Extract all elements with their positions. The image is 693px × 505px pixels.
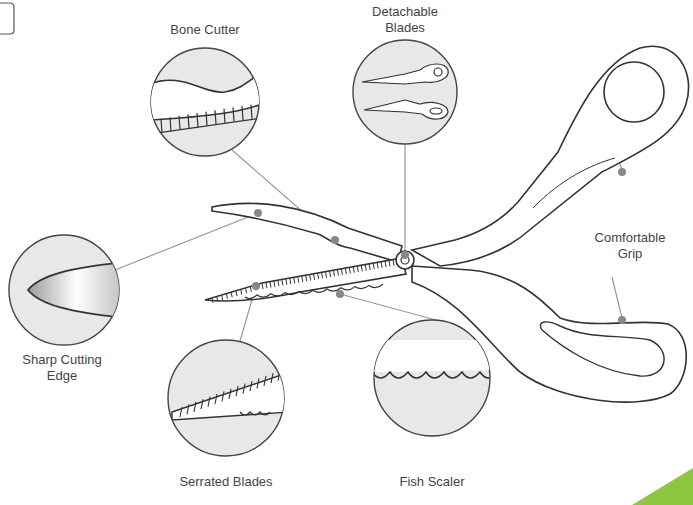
fish-scaler-edge (245, 284, 383, 298)
part-label: Serrated Blades (161, 474, 291, 490)
part-label: Detachable Blades (365, 4, 445, 36)
handle-hole (604, 62, 664, 122)
corner-bracket (0, 3, 14, 34)
serrated-detail (172, 368, 290, 420)
callout-circles (9, 40, 490, 456)
lower-blade (205, 258, 406, 301)
part-label: Bone Cutter (145, 22, 265, 38)
accent-triangle (632, 468, 693, 505)
handle-hole (540, 322, 664, 376)
detachable-detail (362, 64, 448, 119)
bone-cutter-detail (148, 72, 262, 134)
part-label: Comfortable Grip (587, 230, 673, 262)
upper-blade (212, 203, 402, 262)
callout-dots (252, 168, 626, 324)
serration (212, 260, 394, 303)
fish-scaler-detail (372, 340, 498, 378)
sharp-edge-detail (28, 262, 125, 318)
part-label: Sharp Cutting Edge (22, 352, 102, 384)
part-label: Fish Scaler (372, 474, 492, 490)
handle-contour (533, 158, 615, 208)
pivot (396, 251, 414, 269)
